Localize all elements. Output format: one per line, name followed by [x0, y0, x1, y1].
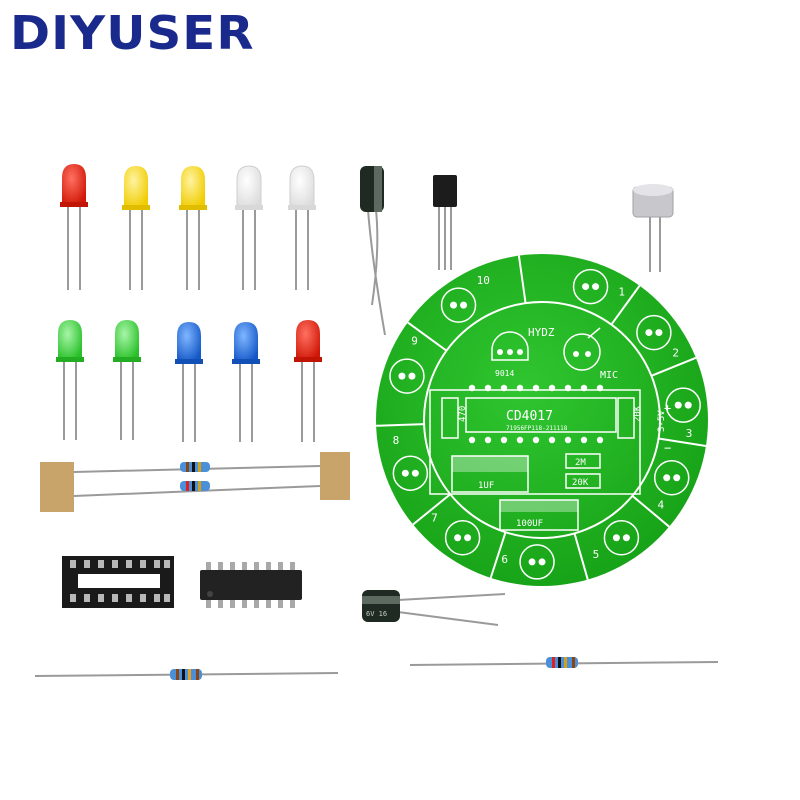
pcb-led-pad-10 [440, 287, 477, 323]
pcb-hole [516, 436, 524, 444]
resistor-tape-strip [40, 452, 350, 512]
pcb-ring-divider [610, 285, 641, 326]
pcb-ring-divider [651, 356, 697, 377]
pcb-led-pad-4 [653, 460, 690, 496]
pcb-led-pad-1 [572, 268, 609, 305]
pcb-pad-number: 9 [411, 335, 418, 348]
led-green-2 [113, 320, 141, 440]
pcb-hole [532, 436, 540, 444]
pcb-hole [532, 384, 540, 392]
capacitor-small [360, 166, 386, 336]
pcb-hole [580, 384, 588, 392]
pcb-hole [484, 436, 492, 444]
pcb-resistor-20k-vertical: 20K [633, 405, 643, 422]
brand-logo: DIYUSER [10, 6, 255, 60]
pcb-pad-number: 8 [393, 434, 400, 447]
microphone [632, 184, 674, 272]
pcb-ring-divider [658, 437, 707, 447]
pcb-ring-divider [489, 531, 507, 579]
pcb-led-pad-5 [603, 519, 640, 556]
pcb-cap-100uf: 100UF [516, 519, 543, 529]
pcb-hole [548, 436, 556, 444]
pcb-pad-number: 1 [618, 285, 625, 298]
pcb-pad-number: 3 [686, 427, 693, 440]
pcb-hole [596, 436, 604, 444]
led-blue-2 [232, 322, 260, 442]
pcb-pad-number: 4 [657, 498, 664, 511]
led-red-1 [60, 164, 88, 290]
pcb-led-pad-9 [389, 358, 425, 394]
transistor-9014 [433, 175, 457, 270]
pcb-hole [500, 384, 508, 392]
capacitor-marking: 6V 16 [366, 610, 387, 618]
pcb-hole [500, 436, 508, 444]
pcb-ring-divider [412, 493, 451, 526]
pcb-voltage-label: 3-5V [657, 410, 667, 432]
pcb-hole [484, 384, 492, 392]
ic-chip-cd4017 [200, 562, 302, 608]
pcb-hole [580, 436, 588, 444]
pcb-pad-number: 10 [477, 274, 490, 287]
led-white-2 [288, 165, 316, 290]
pcb-led-pad-2 [636, 314, 672, 351]
led-blue-1 [175, 322, 203, 442]
pcb-pad-number: 6 [501, 553, 508, 566]
pcb-pad-number: 5 [593, 548, 600, 561]
circular-pcb: CD4017 71956FP118-211118 470 20K 1UF 2M … [376, 254, 708, 586]
pcb-resistor-470: 470 [458, 406, 468, 422]
led-yellow-2 [179, 166, 207, 290]
pcb-pad-number: 7 [431, 512, 438, 525]
pcb-transistor-label: 9014 [495, 369, 514, 378]
pcb-hole [564, 436, 572, 444]
pcb-resistor-20k: 20K [572, 478, 589, 488]
pcb-title: HYDZ [528, 326, 555, 339]
pcb-led-pad-6 [519, 544, 555, 580]
pcb-ring-divider [631, 495, 670, 528]
led-green-1 [56, 320, 84, 440]
pcb-minus-label: − [664, 441, 671, 455]
pcb-led-pad-3 [665, 387, 701, 423]
pcb-ring-divider [573, 533, 589, 580]
pcb-resistor-2m: 2M [575, 458, 586, 468]
led-red-2 [294, 320, 322, 442]
resistor-bottom-right [409, 657, 719, 668]
pcb-led-pad-7 [444, 519, 481, 556]
pcb-hole [468, 384, 476, 392]
pcb-plus-label: + [664, 401, 671, 415]
pcb-led-pad-8 [392, 455, 429, 491]
pcb-ring-divider [407, 321, 448, 352]
pcb-hole [596, 384, 604, 392]
pcb-cap-1uf: 1UF [478, 481, 494, 491]
pcb-ring-divider [376, 423, 425, 427]
pcb-hole [548, 384, 556, 392]
pcb-mic-label: MIC [600, 370, 618, 381]
pcb-ic-subtext: 71956FP118-211118 [506, 425, 568, 432]
pcb-hole [564, 384, 572, 392]
capacitor-large: 6V 16 [362, 590, 506, 626]
pcb-hole [468, 436, 476, 444]
resistor-bottom-left [34, 669, 339, 680]
pcb-hole [516, 384, 524, 392]
led-white-1 [235, 165, 263, 290]
pcb-pad-number: 2 [672, 347, 679, 360]
led-yellow-1 [122, 166, 150, 290]
pcb-ring-divider [517, 255, 527, 304]
pcb-ic-label: CD4017 [506, 409, 553, 424]
ic-socket [62, 556, 174, 608]
